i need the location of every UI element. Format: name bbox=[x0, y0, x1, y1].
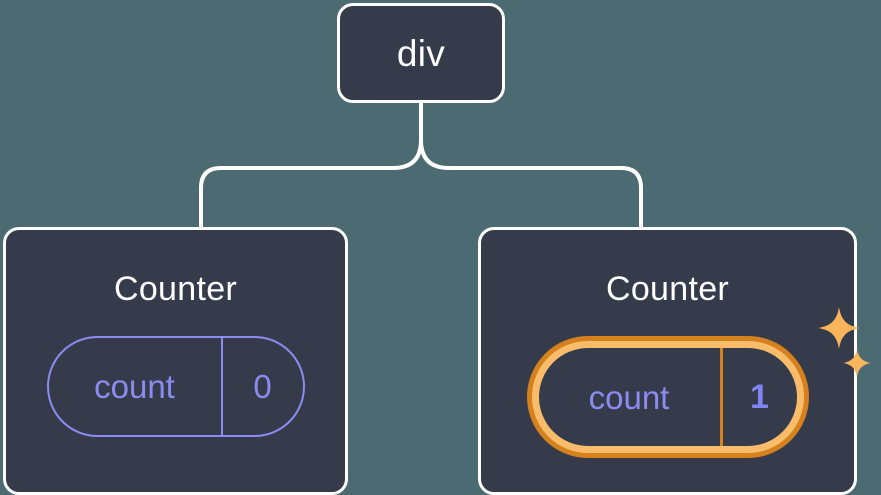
node-counter-left[interactable]: Counter count 0 bbox=[3, 227, 348, 495]
sparkle-icon-large bbox=[817, 307, 860, 349]
state-key-right: count bbox=[539, 348, 723, 446]
state-value-left: 0 bbox=[253, 368, 272, 405]
state-capsule-left-wrap: count 0 bbox=[46, 336, 305, 437]
sparkle-icon-small bbox=[842, 349, 871, 377]
state-capsule-right-wrap: count 1 bbox=[526, 307, 871, 458]
state-capsule-right[interactable]: count 1 bbox=[526, 336, 809, 458]
node-div-label: div bbox=[396, 32, 446, 74]
node-counter-left-title: Counter bbox=[113, 270, 238, 308]
state-capsule-left[interactable]: count 0 bbox=[46, 336, 305, 437]
node-counter-right-title: Counter bbox=[605, 270, 730, 308]
connector-right bbox=[419, 101, 643, 229]
state-value-right: 1 bbox=[750, 378, 769, 416]
node-div[interactable]: div bbox=[337, 3, 505, 103]
connector-left bbox=[199, 101, 423, 229]
state-key-left: count bbox=[49, 338, 223, 435]
state-capsule-right-inner: count 1 bbox=[538, 348, 797, 446]
node-counter-right[interactable]: Counter count 1 bbox=[478, 227, 871, 495]
